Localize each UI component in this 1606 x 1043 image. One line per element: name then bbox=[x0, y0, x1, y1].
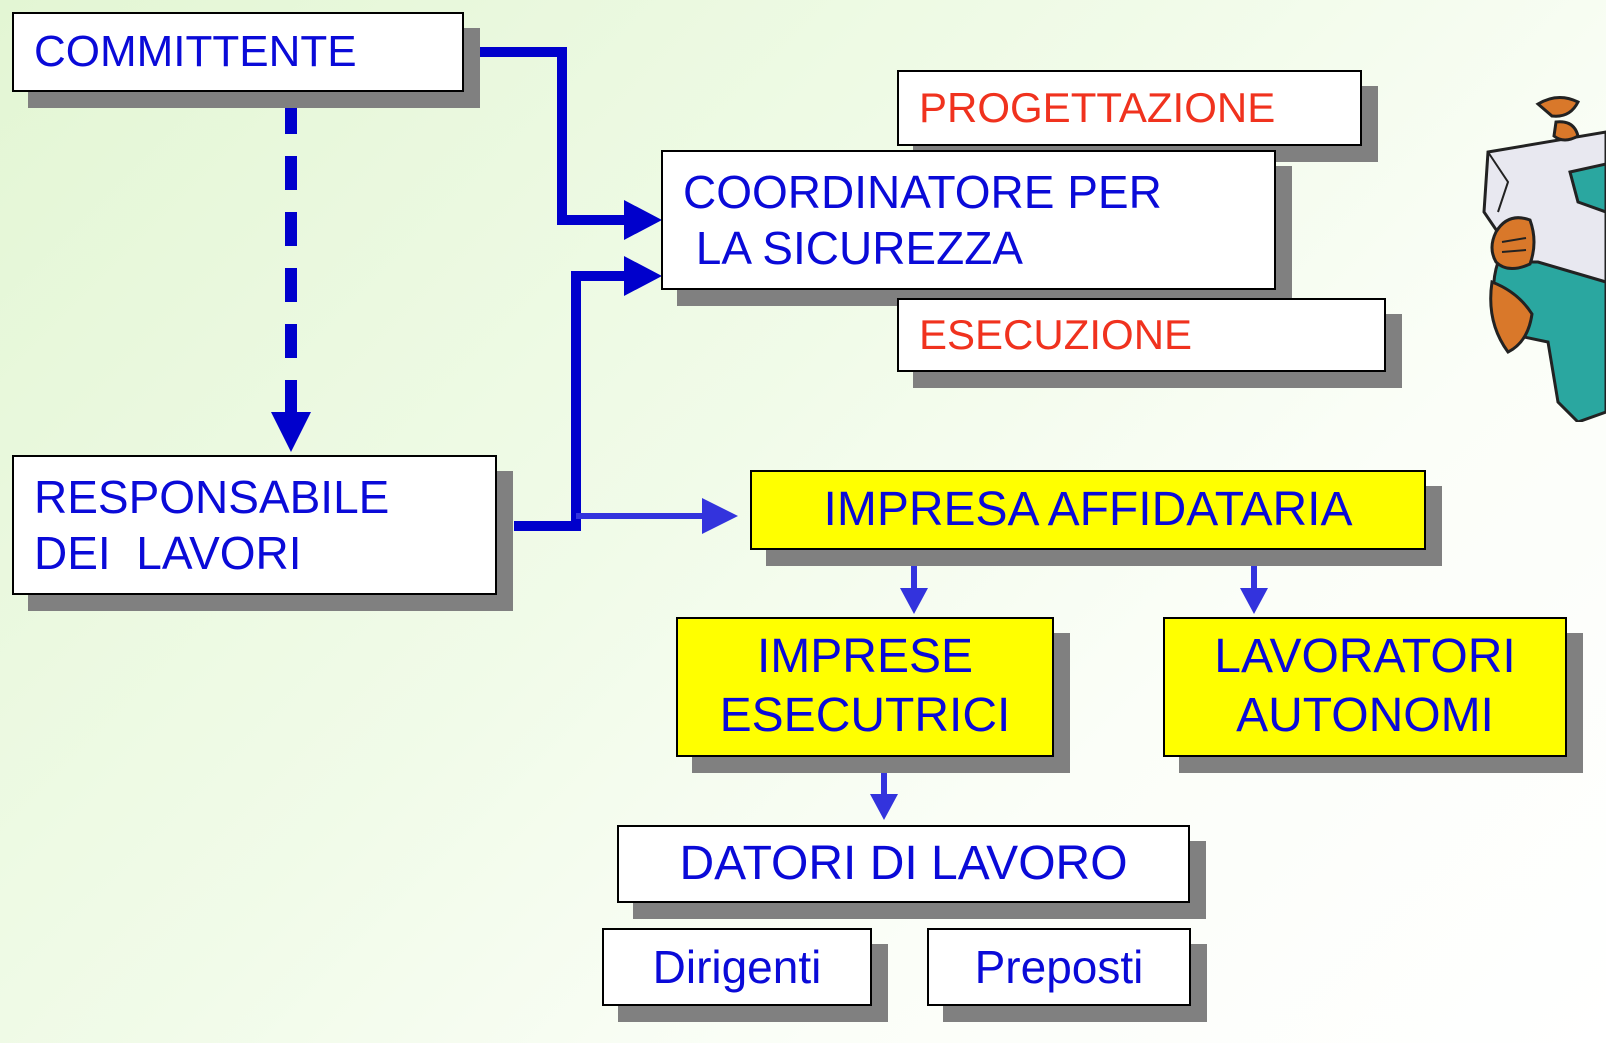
coordinatore-label-line2: LA SICUREZZA bbox=[683, 222, 1023, 274]
arrow-impresa-to-lavoratori bbox=[1240, 560, 1268, 614]
arrow-esecutrici-to-datori bbox=[870, 766, 898, 820]
dirigenti-box: Dirigenti bbox=[602, 928, 872, 1006]
dirigenti-label: Dirigenti bbox=[652, 940, 822, 993]
esecuzione-label: ESECUZIONE bbox=[919, 311, 1193, 359]
datori-di-lavoro-label: DATORI DI LAVORO bbox=[679, 836, 1128, 890]
imprese-esecutrici-label-line1: IMPRESE bbox=[756, 630, 974, 684]
preposti-label: Preposti bbox=[974, 940, 1144, 993]
impresa-affidataria-label: IMPRESA AFFIDATARIA bbox=[823, 482, 1353, 536]
esecuzione-box: ESECUZIONE bbox=[897, 298, 1386, 372]
committente-box: COMMITTENTE bbox=[12, 12, 464, 92]
responsabile-label-line2: DEI LAVORI bbox=[34, 527, 302, 579]
progettazione-label: PROGETTAZIONE bbox=[919, 84, 1276, 132]
responsabile-box: RESPONSABILE DEI LAVORI bbox=[12, 455, 497, 595]
lavoratori-autonomi-label-line1: LAVORATORI bbox=[1214, 630, 1516, 684]
arrow-committente-to-responsabile bbox=[271, 100, 311, 452]
arrow-responsabile-to-impresa bbox=[576, 498, 738, 534]
committente-label: COMMITTENTE bbox=[34, 27, 357, 77]
person-reading-paper-icon bbox=[1482, 96, 1606, 422]
coordinatore-label-line1: COORDINATORE PER bbox=[683, 165, 1162, 218]
arrow-committente-to-coordinatore bbox=[466, 47, 662, 240]
imprese-esecutrici-label-line2: ESECUTRICI bbox=[719, 689, 1011, 742]
progettazione-box: PROGETTAZIONE bbox=[897, 70, 1362, 146]
imprese-esecutrici-box: IMPRESE ESECUTRICI bbox=[676, 617, 1054, 757]
impresa-affidataria-box: IMPRESA AFFIDATARIA bbox=[750, 470, 1426, 550]
coordinatore-box: COORDINATORE PER LA SICUREZZA bbox=[661, 150, 1276, 290]
arrow-responsabile-to-coordinatore bbox=[514, 256, 662, 531]
responsabile-label-line1: RESPONSABILE bbox=[34, 470, 390, 523]
datori-di-lavoro-box: DATORI DI LAVORO bbox=[617, 825, 1190, 903]
arrow-impresa-to-esecutrici bbox=[900, 560, 928, 614]
lavoratori-autonomi-label-line2: AUTONOMI bbox=[1236, 689, 1494, 742]
lavoratori-autonomi-box: LAVORATORI AUTONOMI bbox=[1163, 617, 1567, 757]
preposti-box: Preposti bbox=[927, 928, 1191, 1006]
